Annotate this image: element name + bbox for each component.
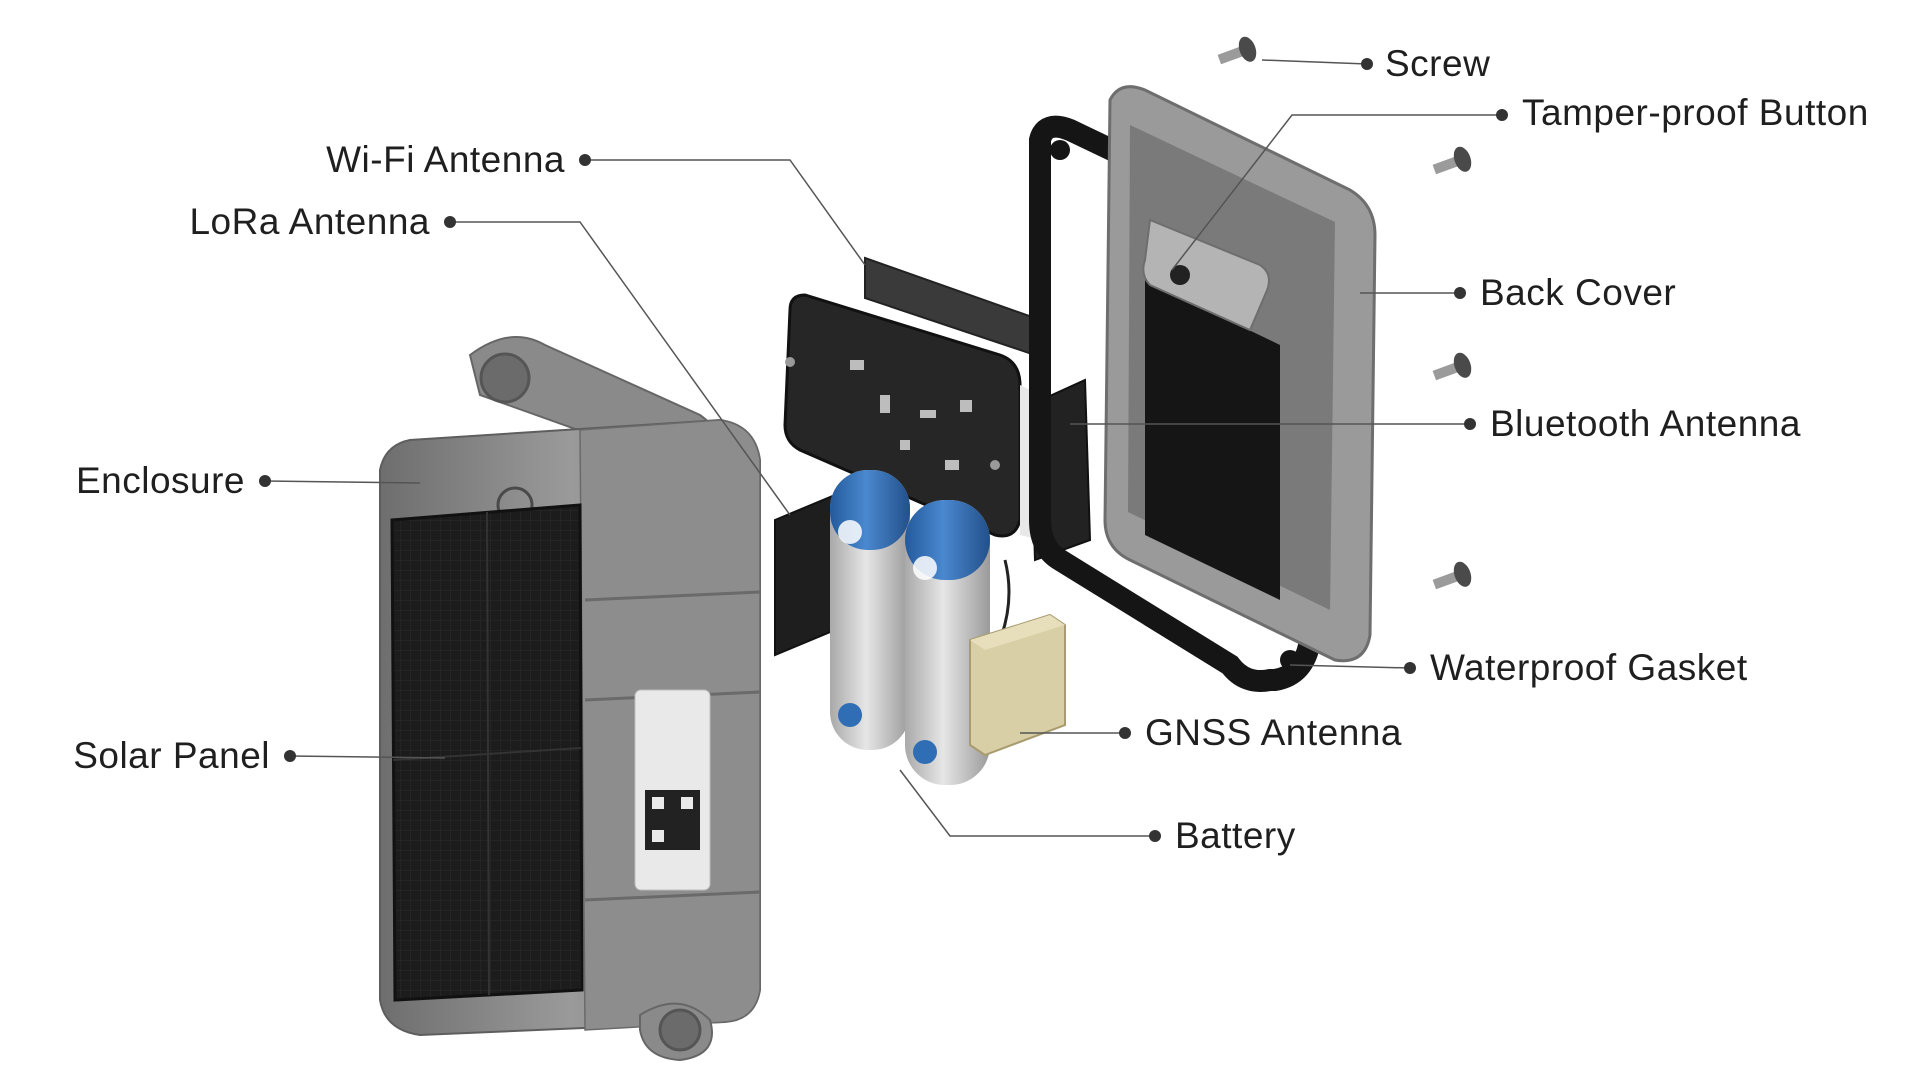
label-waterproof-gasket: Waterproof Gasket	[1430, 647, 1748, 688]
tamper-proof-button-part	[1142, 218, 1270, 332]
label-enclosure: Enclosure	[75, 460, 245, 501]
label-solar-panel: Solar Panel	[73, 735, 270, 776]
label-lora-antenna: LoRa Antenna	[189, 201, 430, 242]
back-cover-part	[1103, 85, 1377, 663]
label-wifi-antenna: Wi-Fi Antenna	[326, 139, 565, 180]
lora-antenna-part	[774, 493, 836, 657]
label-screw: Screw	[1385, 43, 1491, 84]
leader-dots	[259, 58, 1508, 842]
solar-panel-part	[390, 503, 584, 1002]
screw-part	[1217, 36, 1472, 590]
label-battery: Battery	[1175, 815, 1296, 856]
label-gnss-antenna: GNSS Antenna	[1145, 712, 1402, 753]
leader-lines	[264, 59, 1502, 837]
label-bluetooth-antenna: Bluetooth Antenna	[1490, 403, 1801, 444]
label-tamper-proof-button: Tamper-proof Button	[1522, 92, 1869, 133]
label-back-cover: Back Cover	[1480, 272, 1677, 313]
battery-part	[830, 470, 1011, 785]
gnss-antenna-part	[969, 613, 1066, 757]
